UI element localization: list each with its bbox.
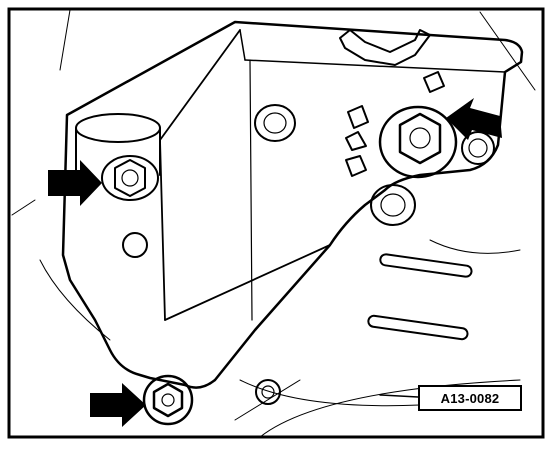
bracket-plate [61,20,524,389]
plate-hole-1 [122,232,148,258]
top-notch [339,29,431,66]
bottom-small-hole [255,379,281,405]
diagram-border [7,7,545,439]
plate-hole-2 [254,104,296,142]
slot-lower [367,314,469,341]
right-bolt-flange [378,105,458,179]
background-engine-lines [11,9,536,438]
arrow-right-icon [48,160,102,206]
hex-bolt-left [114,159,146,197]
side-hole [461,131,495,165]
left-bolt-seat [101,155,159,201]
arrow-right-icon [90,383,146,427]
bracket-fold-left [159,29,241,141]
bracket-fold-lower [164,244,331,321]
hex-bolt-right [398,112,442,165]
hex-bolt-bottom [152,382,184,418]
bottom-bolt-flange [142,374,194,426]
reference-code: A13-0082 [418,385,522,411]
slot-upper [379,253,473,278]
arrow-left-icon [446,98,502,140]
left-boss-top [75,113,161,143]
lower-boss [370,184,416,226]
